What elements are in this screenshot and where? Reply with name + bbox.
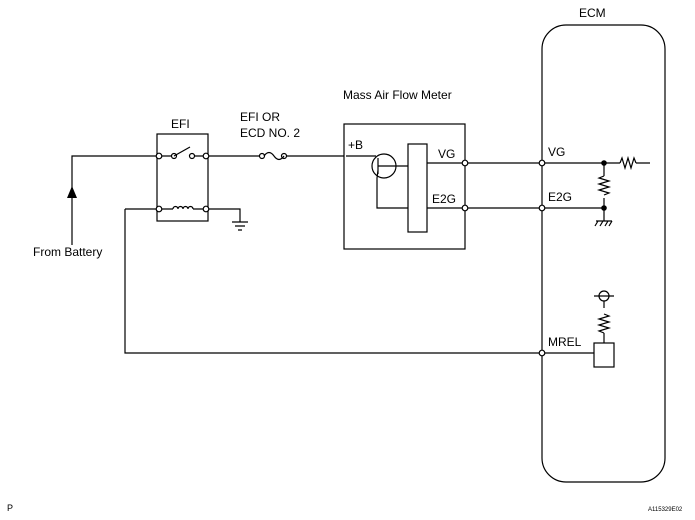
from-battery-label: From Battery — [33, 245, 102, 259]
relay-coil — [172, 205, 194, 210]
maf-pin-plus-b: +B — [348, 138, 363, 152]
relay-terminal-3 — [155, 205, 163, 213]
relay-terminal-4 — [202, 205, 210, 213]
ecm-box — [541, 24, 666, 483]
maf-box — [343, 123, 466, 250]
efi-relay-box — [156, 133, 209, 222]
fuse-label-line1: EFI OR — [240, 110, 280, 124]
ecm-vg-resistor — [619, 155, 637, 171]
mrel-wire — [124, 208, 539, 354]
ecm-pin-mrel: MREL — [548, 335, 582, 349]
maf-terminal-vg — [461, 159, 469, 167]
battery-arrow — [67, 186, 77, 198]
ecm-pulldown-resistor — [596, 175, 612, 196]
ground-symbol — [232, 221, 248, 231]
fuse-symbol — [263, 151, 285, 161]
relay-terminal-2 — [202, 152, 210, 160]
relay-ground-wire — [209, 208, 241, 222]
relay-switch-contact-right — [188, 152, 196, 160]
ecm-terminal-vg — [538, 159, 546, 167]
sensor-element — [407, 143, 428, 233]
maf-pin-vg: VG — [438, 147, 455, 161]
ecm-terminal-e2g — [538, 204, 546, 212]
maf-title: Mass Air Flow Meter — [343, 88, 452, 102]
relay-switch-blade — [173, 146, 191, 157]
ecm-chassis-ground-symbol — [594, 220, 613, 227]
battery-feed-wire — [71, 155, 159, 245]
fuse-end-left — [258, 152, 266, 160]
ecm-pin-vg: VG — [548, 145, 565, 159]
transistor-leads — [346, 155, 408, 209]
ecm-label: ECM — [579, 6, 606, 20]
mrel-driver-box — [593, 342, 615, 368]
sensor-output-wire — [427, 162, 465, 209]
ecm-e2g-junction — [601, 205, 607, 211]
mrel-pullup-resistor — [596, 313, 612, 334]
relay-terminal-1 — [155, 152, 163, 160]
ecm-terminal-mrel — [538, 349, 546, 357]
ecm-pin-e2g: E2G — [548, 190, 572, 204]
fuse-label-line2: ECD NO. 2 — [240, 126, 300, 140]
maf-pin-e2g: E2G — [432, 192, 456, 206]
figure-code: A115329E02 — [648, 507, 683, 513]
efi-relay-label: EFI — [171, 117, 190, 131]
corner-letter: P — [7, 503, 13, 513]
maf-terminal-e2g — [461, 204, 469, 212]
